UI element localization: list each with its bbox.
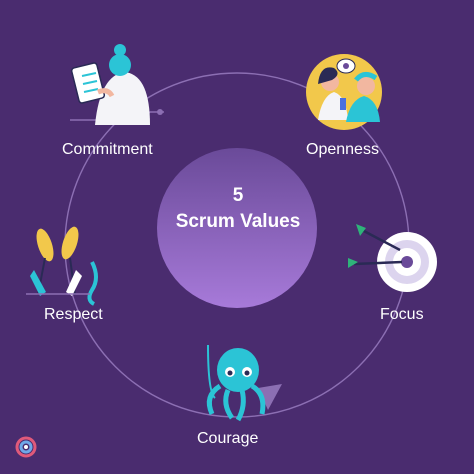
value-label-respect: Respect — [44, 306, 103, 323]
person-with-clipboard-icon — [70, 44, 164, 125]
brand-logo-icon — [15, 436, 37, 458]
two-people-sharing-ideas-icon — [306, 54, 382, 130]
center-number: 5 — [232, 185, 244, 206]
value-label-commitment: Commitment — [62, 141, 153, 158]
octopus-icon — [206, 344, 282, 422]
center-circle — [157, 148, 317, 308]
center-heading: Scrum Values — [175, 211, 301, 232]
value-label-openness: Openness — [306, 141, 379, 158]
value-label-focus: Focus — [380, 306, 424, 323]
raised-hands-icon — [26, 226, 98, 306]
value-label-courage: Courage — [197, 430, 259, 447]
target-with-arrows-icon — [348, 224, 437, 292]
center-title: 5 Scrum Values — [158, 183, 318, 247]
